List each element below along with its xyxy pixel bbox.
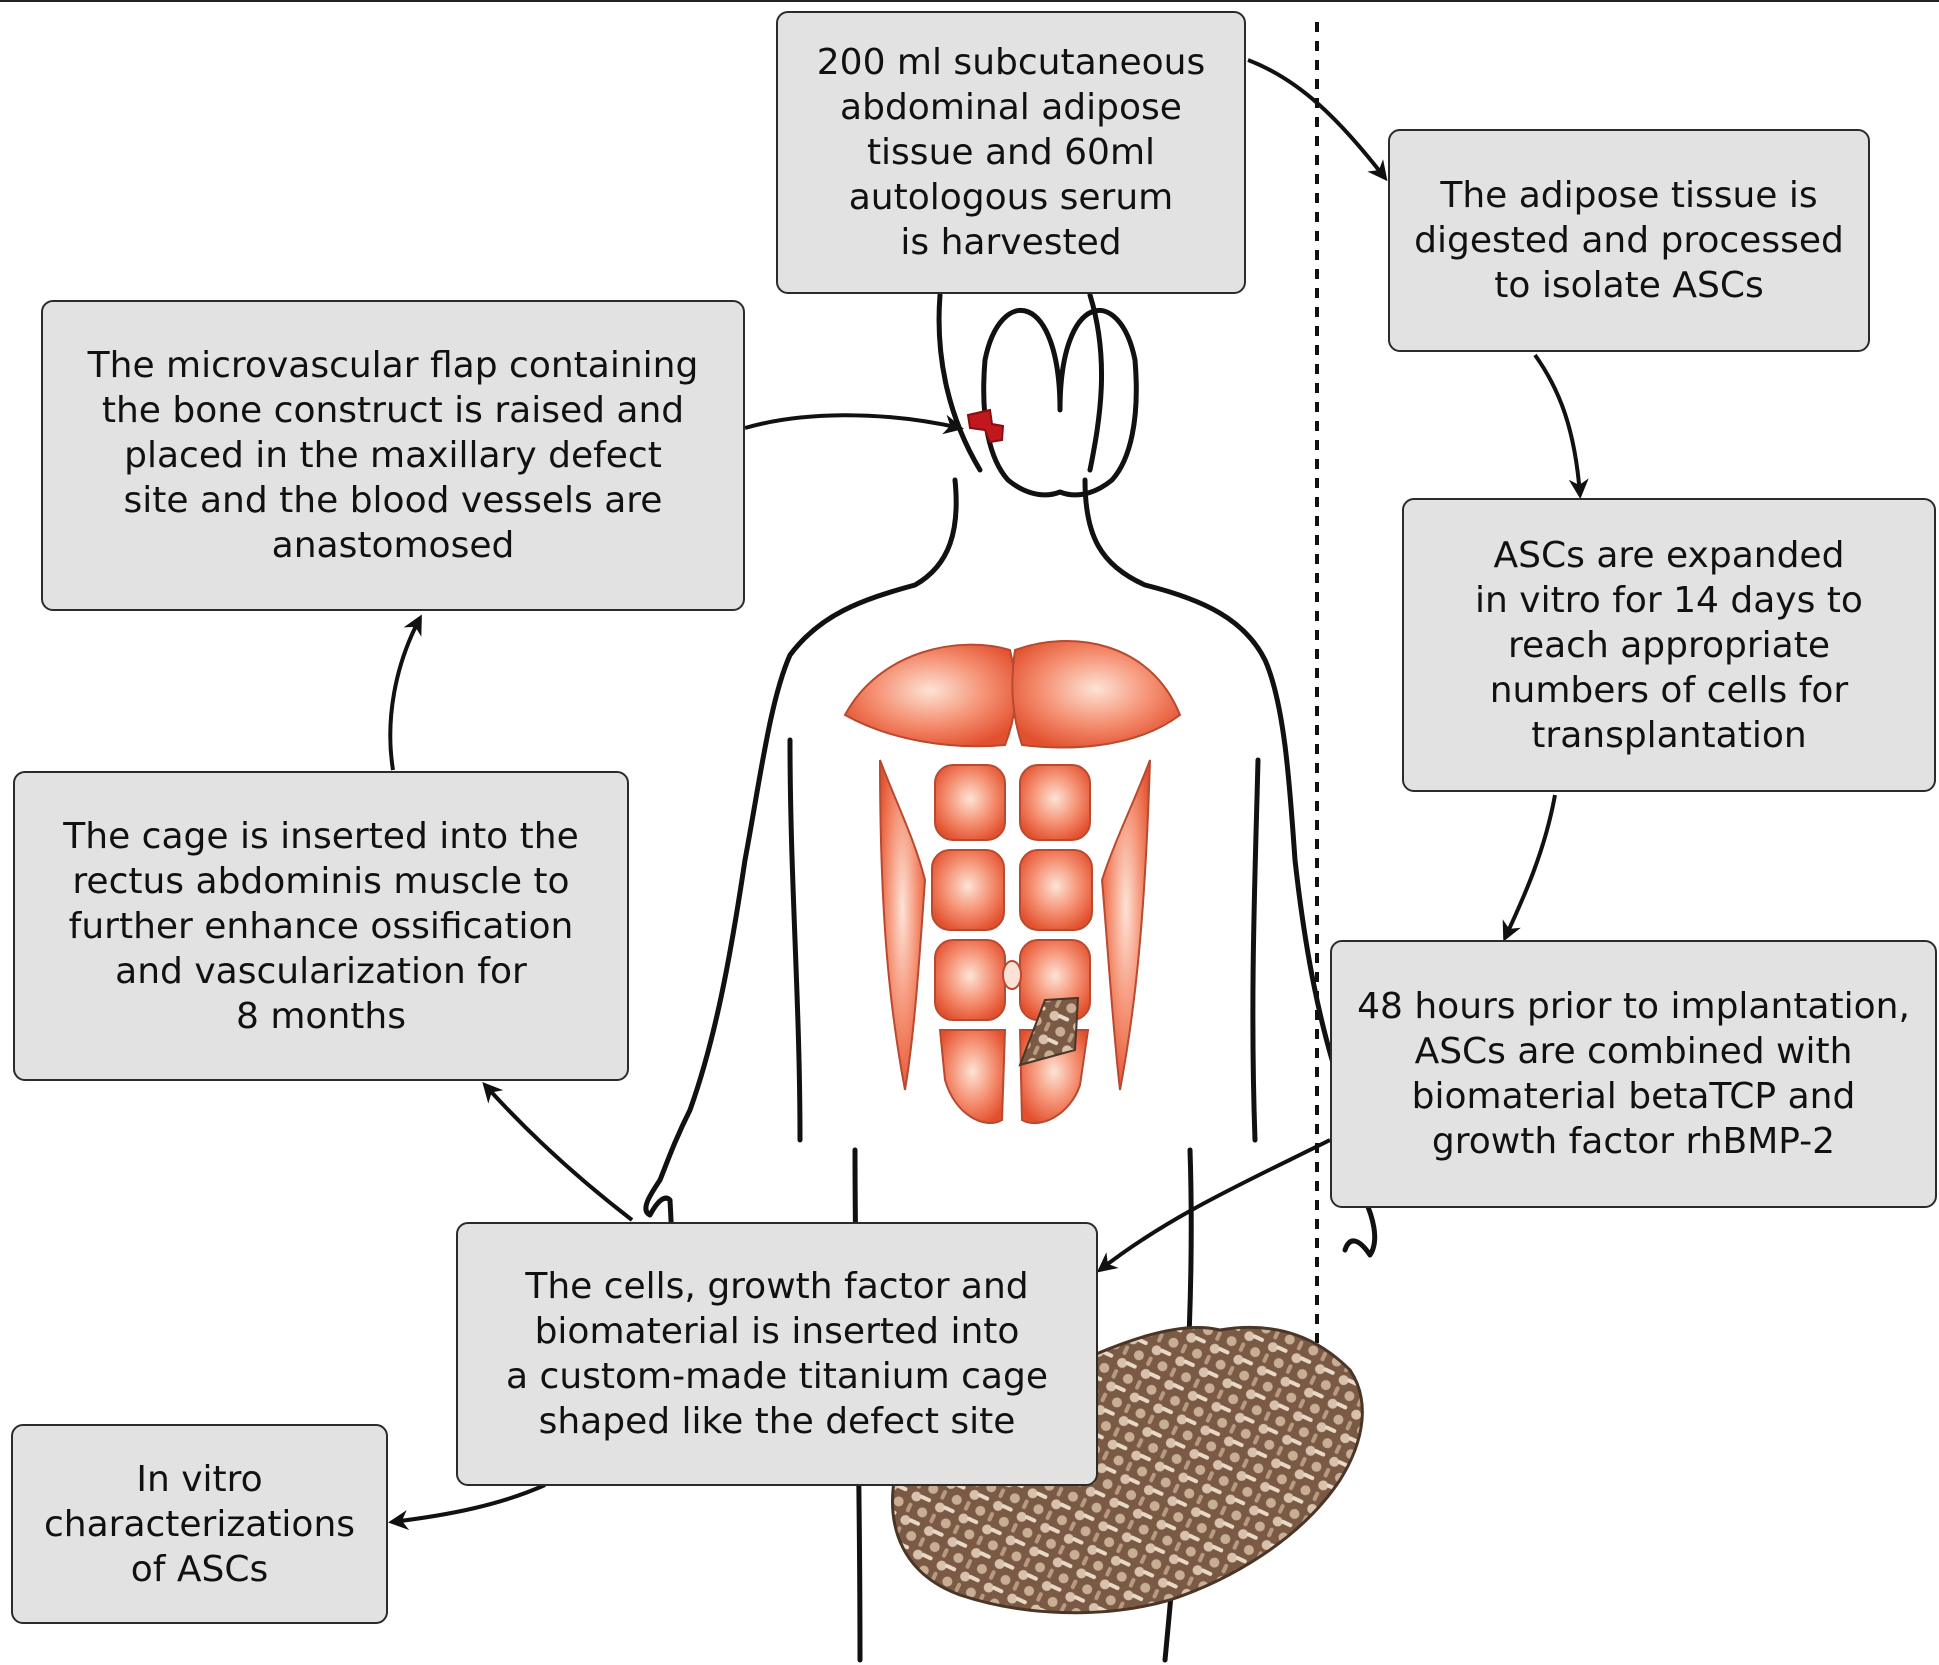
step-digest-line: digested and processed [1414,218,1844,263]
step-cage-line: The cells, growth factor and [506,1264,1048,1309]
step-muscle-line: rectus abdominis muscle to [63,859,578,904]
step-expand-line: transplantation [1475,713,1863,758]
step-expand-line: reach appropriate [1475,623,1863,668]
arrow-combine-to-cage [1100,1140,1330,1270]
step-harvest-line: 200 ml subcutaneous [817,40,1205,85]
step-combine-box: 48 hours prior to implantation, ASCs are… [1330,940,1937,1208]
step-combine-line: 48 hours prior to implantation, [1357,984,1910,1029]
step-cage-line: biomaterial is inserted into [506,1309,1048,1354]
abdominal-muscle-illustration [845,641,1180,1123]
step-invitro-box: In vitro characterizations of ASCs [11,1424,388,1624]
step-cage-box: The cells, growth factor and biomaterial… [456,1222,1098,1486]
step-cage-line: shaped like the defect site [506,1399,1048,1444]
maxillary-defect-mark [968,410,1003,442]
step-combine-line: ASCs are combined with [1357,1029,1910,1074]
arrow-cage-to-muscle [485,1085,632,1220]
step-cage-line: a custom-made titanium cage [506,1354,1048,1399]
step-combine-line: biomaterial betaTCP and [1357,1074,1910,1119]
step-flap-line: The microvascular flap containing [88,343,699,388]
step-muscle-box: The cage is inserted into the rectus abd… [13,771,629,1081]
step-expand-line: ASCs are expanded [1475,533,1863,578]
step-muscle-line: The cage is inserted into the [63,814,578,859]
arrow-expand-to-combine [1505,795,1555,938]
step-invitro-line: characterizations [44,1502,355,1547]
step-flap-line: the bone construct is raised and [88,388,699,433]
step-harvest-box: 200 ml subcutaneous abdominal adipose ti… [776,11,1246,294]
step-invitro-line: In vitro [44,1457,355,1502]
step-combine-line: growth factor rhBMP-2 [1357,1119,1910,1164]
step-digest-line: The adipose tissue is [1414,173,1844,218]
step-harvest-line: tissue and 60ml [817,130,1205,175]
step-digest-box: The adipose tissue is digested and proce… [1388,129,1870,352]
step-harvest-line: abdominal adipose [817,85,1205,130]
step-expand-box: ASCs are expanded in vitro for 14 days t… [1402,498,1936,792]
arrow-digest-to-expand [1535,355,1580,495]
step-muscle-line: 8 months [63,994,578,1039]
step-invitro-line: of ASCs [44,1547,355,1592]
arrow-cage-to-invitro [392,1485,545,1522]
step-flap-line: site and the blood vessels are [88,478,699,523]
arrow-flap-to-face [745,415,960,428]
arrow-muscle-to-flap [390,618,420,770]
step-muscle-line: further enhance ossification [63,904,578,949]
step-expand-line: numbers of cells for [1475,668,1863,713]
step-flap-line: anastomosed [88,523,699,568]
step-harvest-line: is harvested [817,220,1205,265]
step-harvest-line: autologous serum [817,175,1205,220]
step-expand-line: in vitro for 14 days to [1475,578,1863,623]
step-flap-box: The microvascular flap containing the bo… [41,300,745,611]
step-muscle-line: and vascularization for [63,949,578,994]
step-digest-line: to isolate ASCs [1414,263,1844,308]
step-flap-line: placed in the maxillary defect [88,433,699,478]
